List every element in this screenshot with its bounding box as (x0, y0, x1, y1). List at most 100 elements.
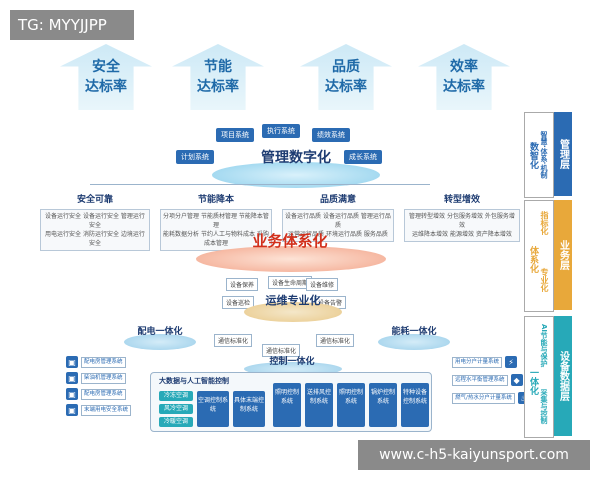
left-integration-base (124, 334, 196, 350)
list-item: 用电分户计量系统⚡ (452, 356, 530, 368)
category-title: 安全可靠 (76, 195, 113, 205)
bigdata-sub: 冷冻空调 (159, 391, 193, 401)
item-label: 末端用电安全系统 (81, 404, 132, 416)
category-items: 设备运行品质 设备运行品质 管理运行品质 运营运行品质 环境运行品质 服务品质 (282, 209, 394, 242)
list-item: 燃气/热水分户计量系统♨ (452, 392, 530, 404)
system-pill: 项目系统 (216, 128, 254, 142)
category-energy: 节能降本 分项分户管理 节能质材管理 节能降本管理 能耗数据分析 节约人工与物料… (160, 192, 272, 251)
biz-title: 业务体系化 (252, 232, 328, 250)
side-biz-bar: 业务层 (554, 200, 572, 310)
system-pill: 绩效系统 (312, 128, 350, 142)
category-item: 采购成本管理 (203, 231, 269, 247)
right-integration-title: 能耗一体化 (391, 327, 437, 337)
system-pill: 计划系统 (176, 150, 214, 164)
list-item: ▣柴油机管理系统 (66, 372, 131, 384)
category-title: 节能降本 (197, 195, 234, 205)
side-mgmt-label2: 智慧·体系·机制 (540, 131, 548, 179)
arrow-efficiency: 效率 达标率 (418, 44, 510, 110)
category-items: 设备运行安全 设备运行安全 管理运行安全 用电运行安全 消防运行安全 边境运行安… (40, 209, 150, 251)
list-item: 远程水平衡管理系统◆ (452, 374, 530, 386)
control-tile: 特种设备控制系统 (401, 383, 429, 427)
category-item: 运维降本增效 (412, 231, 449, 238)
arrow-label: 效率 (450, 59, 478, 75)
side-biz-label: 体系化 (528, 245, 538, 273)
category-safety: 安全可靠 设备运行安全 设备运行安全 管理运行安全 用电运行安全 消防运行安全 … (40, 192, 150, 251)
category-items: 管理转型增效 分包服务增效 外包服务增效 运维降本增效 能源增效 资产降本增效 (404, 209, 520, 242)
control-tile: 照明控制系统 (337, 383, 365, 427)
left-integration-title: 配电一体化 (137, 327, 183, 337)
device-icon: ▣ (66, 372, 78, 384)
side-biz-label2: 指标化 (540, 211, 549, 235)
side-dev-label: 一体化 (528, 367, 538, 395)
category-item: 设备运行安全 (82, 213, 119, 220)
side-mgmt-bar: 管理层 (554, 112, 572, 196)
arrow-energy: 节能 达标率 (172, 44, 264, 110)
control-tile: 送排风控制系统 (305, 383, 333, 427)
mgmt-title: 管理数字化 (261, 150, 331, 166)
bigdata-title: 大数据与人工智能控制 (159, 377, 229, 385)
category-item: 资产降本增效 (475, 231, 512, 238)
watermark-tag: TG: MYYJJPP (10, 10, 134, 40)
category-item: 服务品质 (363, 231, 388, 238)
side-biz-label3: 专业化 (540, 268, 549, 292)
device-icon: ▣ (66, 388, 78, 400)
left-items: ▣配电房管理系统 ▣柴油机管理系统 ▣配电房管理系统 ▣末端用电安全系统 (66, 356, 132, 416)
bigdata-panel: 大数据与人工智能控制 冷冻空调 风冷空调 冷暖空调 空调控制系统 具体末端控制系… (150, 372, 432, 432)
arrow-label: 安全 (92, 59, 120, 75)
ops-tag: 设备维修 (306, 278, 339, 291)
arrow-sublabel: 达标率 (443, 79, 485, 95)
ctrl-title: 控制一体化 (269, 357, 315, 367)
category-item: 能源增效 (449, 231, 474, 238)
category-item: 设备运行品质 (285, 213, 322, 220)
category-item: 用电运行安全 (45, 231, 82, 238)
category-item: 设备运行品质 (322, 213, 359, 220)
device-icon: ▣ (66, 404, 78, 416)
category-items: 分项分户管理 节能质材管理 节能降本管理 能耗数据分析 节约人工与物料成本 采购… (160, 209, 272, 251)
category-item: 管理转型增效 (409, 213, 446, 220)
system-pill: 执行系统 (262, 124, 300, 138)
list-item: ▣配电房管理系统 (66, 356, 131, 368)
side-dev-label2: AI节能与保护 (540, 324, 548, 368)
item-label: 配电房管理系统 (81, 388, 126, 400)
item-label: 配电房管理系统 (81, 356, 126, 368)
ops-title: 运维专业化 (265, 294, 321, 307)
std-tag: 通信标准化 (214, 334, 253, 347)
meter-icon: ⚡ (505, 356, 518, 368)
biz-base (196, 246, 386, 272)
arrow-label: 节能 (204, 59, 232, 75)
arrow-sublabel: 达标率 (85, 79, 127, 95)
bigdata-sub: 具体末端控制系统 (233, 391, 265, 427)
category-item: 运营运行品质 (288, 231, 325, 238)
category-item: 节约人工与物料成本 (200, 231, 255, 238)
list-item: ▣配电房管理系统 (66, 388, 131, 400)
side-dev-bar: 设备数据层 (554, 316, 572, 436)
item-label: 柴油机管理系统 (81, 372, 126, 384)
category-item: 外包服务增效 (458, 213, 515, 229)
bigdata-sub: 空调控制系统 (197, 391, 229, 427)
category-item: 环境运行品质 (325, 231, 362, 238)
side-biz-box: 体系化 指标化 专业化 (524, 200, 554, 312)
category-item: 节能质材管理 (200, 213, 237, 220)
control-tile: 锅炉控制系统 (369, 383, 397, 427)
side-dev-box: 一体化 AI节能与保护 采集与控制 (524, 316, 554, 438)
category-item: 管理运行品质 (334, 213, 391, 229)
category-item: 设备运行安全 (45, 213, 82, 220)
category-item: 分项分户管理 (163, 213, 200, 220)
bigdata-sub: 风冷空调 (159, 404, 193, 414)
arrow-safety: 安全 达标率 (60, 44, 152, 110)
category-title: 品质满意 (319, 195, 356, 205)
system-pill: 成长系统 (344, 150, 382, 164)
category-item: 消防运行安全 (82, 231, 119, 238)
side-mgmt-label: 数智化 (528, 141, 538, 169)
control-tile: 照明控制系统 (273, 383, 301, 427)
side-dev-label3: 采集与控制 (540, 388, 548, 424)
item-label: 用电分户计量系统 (452, 356, 503, 368)
arrow-label: 品质 (332, 59, 360, 75)
std-tag: 通信标准化 (262, 344, 301, 357)
ops-tag: 设备巡检 (222, 296, 255, 309)
category-title: 转型增效 (443, 195, 480, 205)
arrow-sublabel: 达标率 (197, 79, 239, 95)
std-tag: 通信标准化 (316, 334, 355, 347)
category-item: 边境运行安全 (88, 231, 145, 247)
category-item: 能耗数据分析 (163, 231, 200, 238)
